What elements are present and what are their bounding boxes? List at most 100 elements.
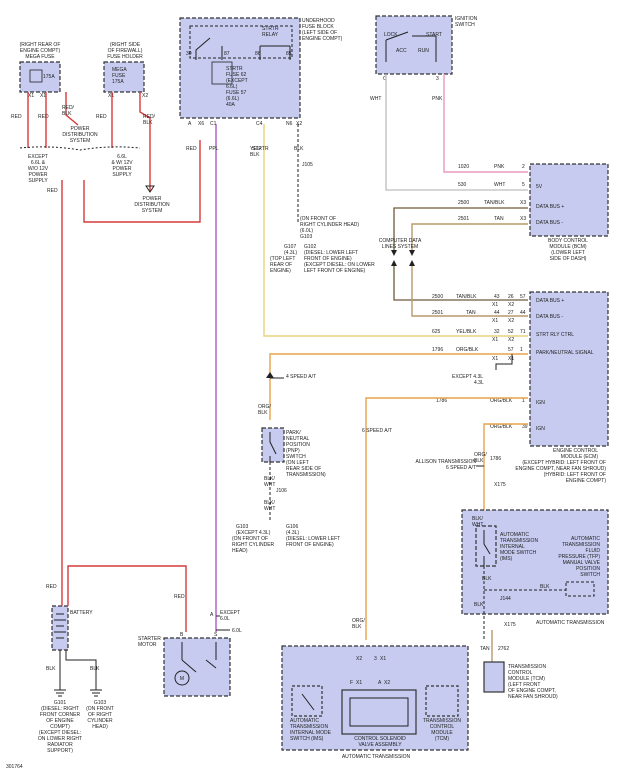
svg-text:RADIATOR: RADIATOR xyxy=(47,742,73,748)
svg-text:(DIESEL: LOWER LEFT: (DIESEL: LOWER LEFT xyxy=(286,536,340,542)
svg-text:(ON FRONT OF: (ON FRONT OF xyxy=(232,536,268,542)
svg-text:& W/ 12V: & W/ 12V xyxy=(111,160,133,166)
svg-text:POWER: POWER xyxy=(29,172,48,178)
svg-text:BLK/: BLK/ xyxy=(264,476,275,482)
svg-text:530: 530 xyxy=(458,182,467,188)
svg-text:DATA BUS +: DATA BUS + xyxy=(536,298,564,304)
svg-text:BATTERY: BATTERY xyxy=(70,610,93,616)
svg-text:AUTOMATIC TRANSMISSION: AUTOMATIC TRANSMISSION xyxy=(536,620,605,626)
svg-text:2762: 2762 xyxy=(498,646,509,652)
svg-text:4.3L: 4.3L xyxy=(474,380,484,386)
svg-text:PNK: PNK xyxy=(494,164,505,170)
svg-text:WHT: WHT xyxy=(264,506,275,512)
svg-text:A: A xyxy=(188,121,192,127)
svg-text:J106: J106 xyxy=(276,488,287,494)
svg-text:TAN/BLK: TAN/BLK xyxy=(456,294,477,300)
svg-text:DATA BUS +: DATA BUS + xyxy=(536,204,564,210)
svg-text:X175: X175 xyxy=(494,482,506,488)
svg-text:625: 625 xyxy=(432,329,441,335)
svg-text:CONTROL: CONTROL xyxy=(430,724,455,730)
svg-text:SYSTEM: SYSTEM xyxy=(70,138,91,144)
svg-text:RIGHT CYLINDER HEAD): RIGHT CYLINDER HEAD) xyxy=(300,222,359,228)
svg-text:LINES SYSTEM: LINES SYSTEM xyxy=(382,244,418,250)
svg-text:(6.0L): (6.0L) xyxy=(300,228,313,234)
svg-text:NEAR FAN SHROUD): NEAR FAN SHROUD) xyxy=(508,694,558,700)
svg-text:DATA BUS -: DATA BUS - xyxy=(536,220,563,226)
svg-text:OF ENGINE COMPT,: OF ENGINE COMPT, xyxy=(508,688,556,694)
svg-text:32: 32 xyxy=(494,329,500,335)
svg-text:87: 87 xyxy=(224,51,230,57)
svg-text:2501: 2501 xyxy=(432,310,443,316)
svg-text:MODULE (BCM): MODULE (BCM) xyxy=(549,244,587,250)
svg-text:BLK: BLK xyxy=(540,584,550,590)
svg-text:SUPPORT): SUPPORT) xyxy=(47,748,73,754)
svg-text:G103: G103 xyxy=(236,524,248,530)
svg-text:BLK: BLK xyxy=(258,410,268,416)
svg-text:TRANSMISSION: TRANSMISSION xyxy=(500,538,538,544)
svg-text:RUN: RUN xyxy=(418,48,429,54)
svg-text:SUPPLY: SUPPLY xyxy=(28,178,48,184)
svg-text:POWER: POWER xyxy=(143,196,162,202)
svg-text:EXCEPT: EXCEPT xyxy=(28,154,48,160)
svg-text:BLK: BLK xyxy=(474,602,484,608)
svg-text:BLK: BLK xyxy=(46,666,56,672)
svg-text:MODULE: MODULE xyxy=(431,730,453,736)
svg-text:(LOWER LEFT: (LOWER LEFT xyxy=(551,250,585,256)
svg-text:X2: X2 xyxy=(508,337,514,343)
svg-text:M: M xyxy=(180,676,184,682)
svg-text:F: F xyxy=(350,680,353,686)
svg-text:(TCM): (TCM) xyxy=(435,736,449,742)
svg-text:X2: X2 xyxy=(384,680,390,686)
svg-text:BLK/: BLK/ xyxy=(264,500,275,506)
svg-text:SWITCH: SWITCH xyxy=(455,22,475,28)
svg-text:CYLINDER: CYLINDER xyxy=(87,718,113,724)
svg-text:X2: X2 xyxy=(356,656,362,662)
svg-text:COMPT): COMPT) xyxy=(50,724,70,730)
svg-text:TAN: TAN xyxy=(494,216,504,222)
svg-text:SUPPLY: SUPPLY xyxy=(112,172,132,178)
svg-text:2501: 2501 xyxy=(458,216,469,222)
svg-text:SYSTEM: SYSTEM xyxy=(142,208,163,214)
svg-text:(4.3L): (4.3L) xyxy=(284,250,297,256)
svg-text:C1: C1 xyxy=(210,121,217,127)
svg-text:G107: G107 xyxy=(284,244,296,250)
svg-text:FUSE 57: FUSE 57 xyxy=(226,90,247,96)
svg-text:1: 1 xyxy=(520,347,523,353)
svg-text:TAN: TAN xyxy=(466,310,476,316)
svg-text:3: 3 xyxy=(374,656,377,662)
svg-text:57: 57 xyxy=(508,347,514,353)
wire-pnk: PNK xyxy=(432,96,443,102)
svg-text:FRONT CORNER: FRONT CORNER xyxy=(40,712,81,718)
svg-text:WHT: WHT xyxy=(494,182,505,188)
svg-text:(DIESEL: RIGHT: (DIESEL: RIGHT xyxy=(41,706,79,712)
svg-text:LOCK: LOCK xyxy=(384,32,398,38)
svg-text:ALLISON TRANSMISSION: ALLISON TRANSMISSION xyxy=(416,459,477,465)
svg-text:J105: J105 xyxy=(302,162,313,168)
mega-fuse-value: 175A xyxy=(43,74,55,80)
svg-text:ACC: ACC xyxy=(396,48,407,54)
svg-text:44: 44 xyxy=(494,310,500,316)
svg-text:X1: X1 xyxy=(40,93,46,99)
svg-text:MODULE (TCM): MODULE (TCM) xyxy=(508,676,545,682)
svg-text:FRONT OF ENGINE): FRONT OF ENGINE) xyxy=(304,256,352,262)
svg-text:(PNP): (PNP) xyxy=(286,448,300,454)
svg-text:40A: 40A xyxy=(226,102,236,108)
svg-text:RELAY: RELAY xyxy=(262,32,279,38)
svg-text:G103: G103 xyxy=(300,234,312,240)
svg-text:W/O 12V: W/O 12V xyxy=(28,166,49,172)
svg-text:(RIGHT SIDE: (RIGHT SIDE xyxy=(110,42,141,48)
svg-text:X2: X2 xyxy=(296,121,302,127)
svg-text:ORG/: ORG/ xyxy=(474,452,487,458)
svg-text:A: A xyxy=(378,680,382,686)
svg-text:(ON LEFT: (ON LEFT xyxy=(286,460,309,466)
svg-text:TAN: TAN xyxy=(480,646,490,652)
speed-4: 4 SPEED A/T xyxy=(286,374,316,380)
svg-text:INTERNAL MODE: INTERNAL MODE xyxy=(290,730,332,736)
svg-text:X1: X1 xyxy=(28,93,34,99)
svg-text:RIGHT CYLINDER: RIGHT CYLINDER xyxy=(232,542,275,548)
svg-text:X175: X175 xyxy=(504,622,516,628)
svg-text:AUTOMATIC: AUTOMATIC xyxy=(500,532,529,538)
svg-text:(ON FRONT OF: (ON FRONT OF xyxy=(300,216,336,222)
svg-text:X1: X1 xyxy=(356,680,362,686)
